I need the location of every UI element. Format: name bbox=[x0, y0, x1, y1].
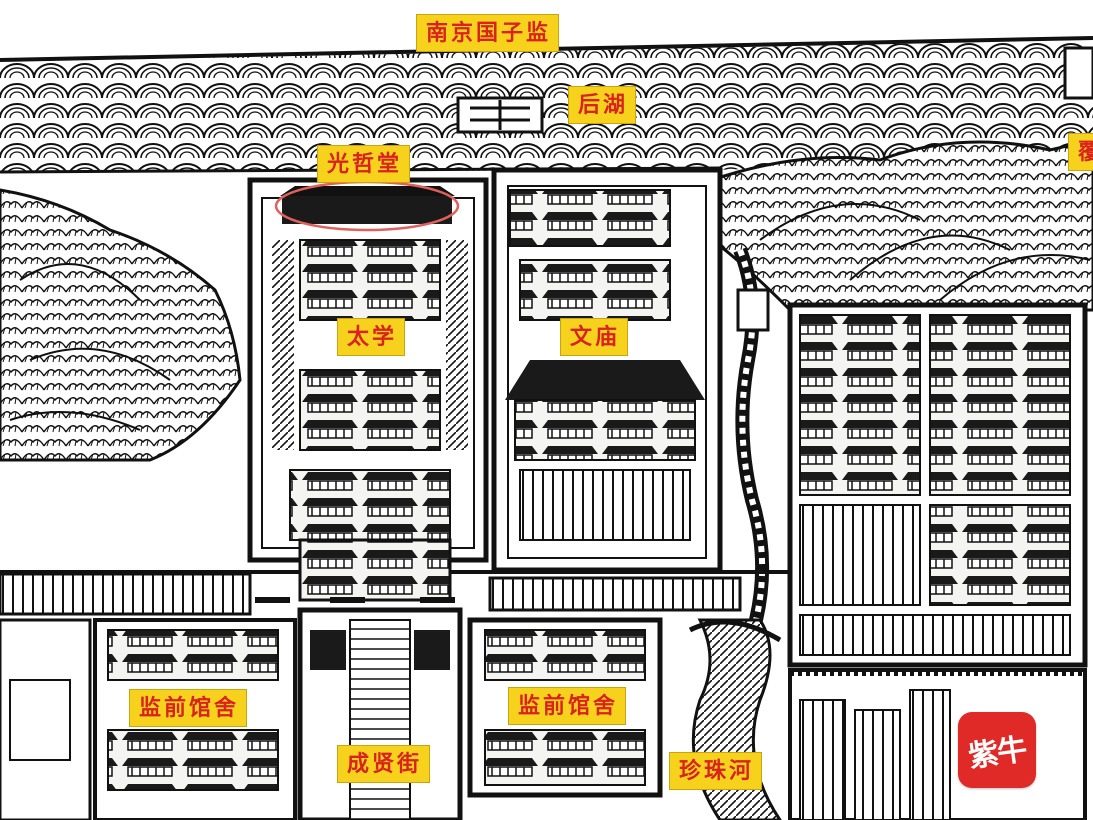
label-wenmiao: 文庙 bbox=[560, 318, 629, 356]
label-houhu: 后湖 bbox=[568, 86, 637, 124]
label-fu-partial: 覆 bbox=[1068, 133, 1093, 171]
logo-text: 紫牛 bbox=[966, 732, 1029, 775]
ziniu-logo-icon: 紫牛 bbox=[958, 712, 1036, 788]
label-chengxianjie: 成贤街 bbox=[337, 745, 431, 783]
label-taixue: 太学 bbox=[337, 318, 406, 356]
label-zhenzhuhe: 珍珠河 bbox=[669, 752, 763, 790]
label-jianqian-guanshe-center: 监前馆舍 bbox=[508, 687, 627, 725]
label-guangzhetang: 光哲堂 bbox=[317, 145, 411, 183]
label-jianqian-guanshe-left: 监前馆舍 bbox=[129, 689, 248, 727]
label-nanjing-guozijian: 南京国子监 bbox=[416, 14, 560, 52]
